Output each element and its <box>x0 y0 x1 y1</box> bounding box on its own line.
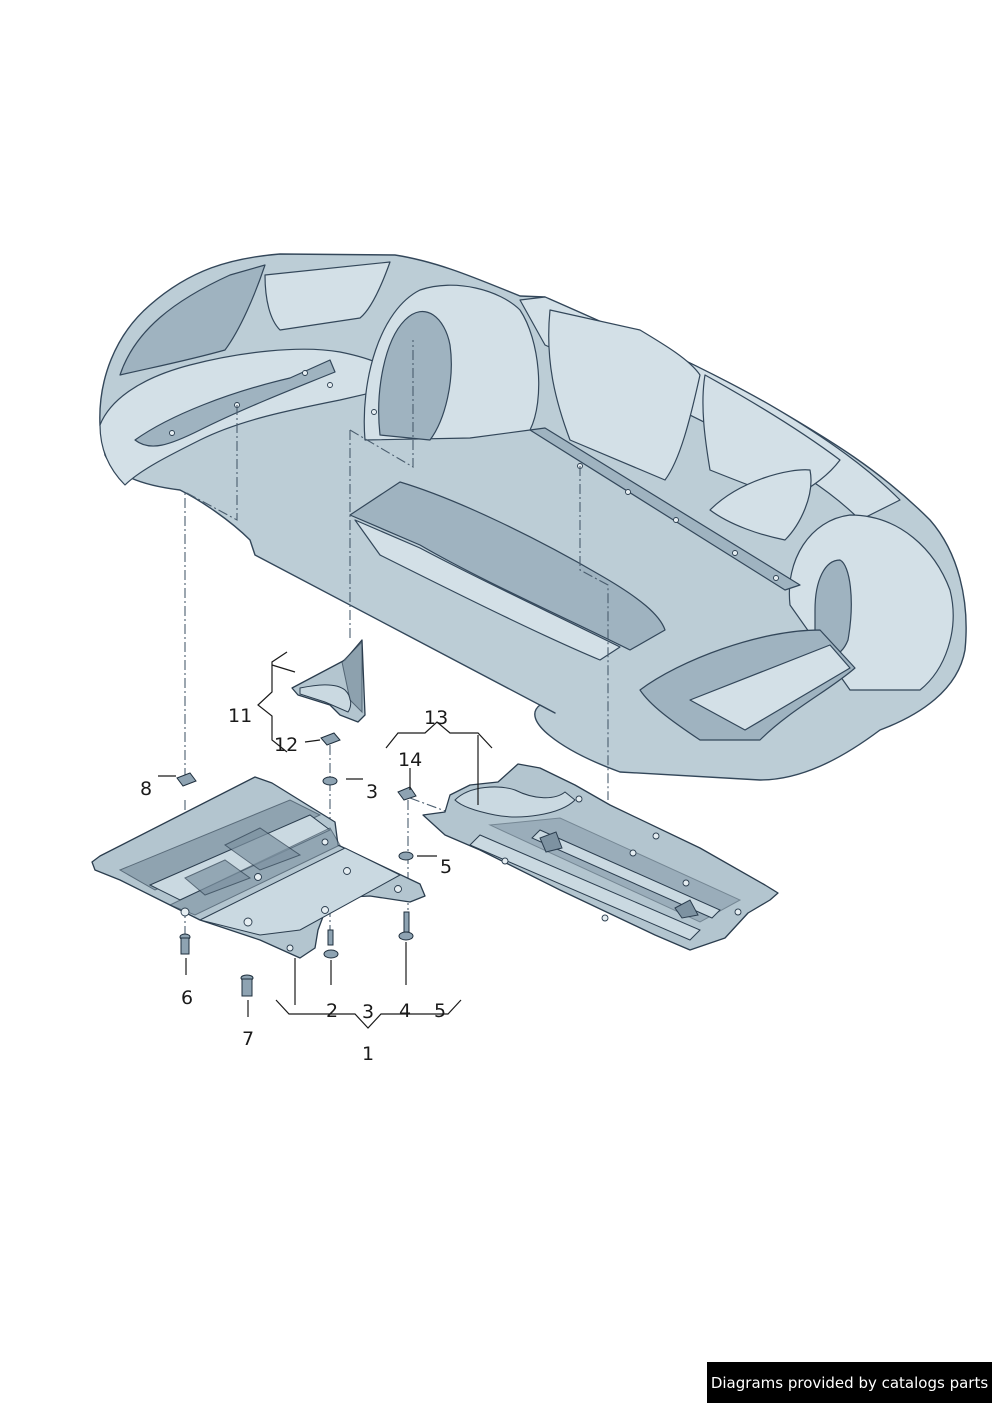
sill-rivets <box>169 370 779 581</box>
clip-nut-8 <box>176 772 197 787</box>
bolt-7 <box>240 974 254 997</box>
callout-4: 4 <box>399 1000 411 1022</box>
callout-labels: 11 12 8 3 13 14 5 6 7 2 3 4 5 1 <box>140 705 452 1065</box>
callout-14: 14 <box>398 749 422 771</box>
rear-underbody-guard <box>422 763 779 951</box>
clip-nut-14 <box>397 786 417 801</box>
rear-guard-holes <box>501 795 742 922</box>
washer-5 <box>398 851 414 861</box>
diagram-credit-footer: Diagrams provided by catalogs parts <box>707 1362 992 1403</box>
callout-2: 2 <box>326 1000 338 1022</box>
callout-5-lower: 5 <box>434 1000 446 1022</box>
bolt-6 <box>179 933 191 955</box>
guard-bracket <box>291 639 366 723</box>
bolt-2 <box>323 929 339 959</box>
credit-text: Diagrams provided by catalogs parts <box>710 1373 989 1392</box>
callout-8: 8 <box>140 778 152 800</box>
clip-nut-12 <box>320 732 341 746</box>
callout-11: 11 <box>228 705 252 727</box>
callout-5-upper: 5 <box>440 856 452 878</box>
washer-3 <box>322 776 338 786</box>
callout-12: 12 <box>274 734 298 756</box>
callout-7: 7 <box>242 1028 254 1050</box>
callout-3-lower: 3 <box>362 1001 374 1023</box>
front-guard-holes <box>180 838 402 952</box>
vehicle-body-underside <box>99 253 967 781</box>
callout-13: 13 <box>424 707 448 729</box>
callout-6: 6 <box>181 987 193 1009</box>
leader-lines <box>158 651 493 1029</box>
front-underbody-guard <box>91 776 426 959</box>
bolt-4 <box>398 911 414 941</box>
callout-3-upper: 3 <box>366 781 378 803</box>
callout-1: 1 <box>362 1043 374 1065</box>
fasteners <box>176 732 417 997</box>
